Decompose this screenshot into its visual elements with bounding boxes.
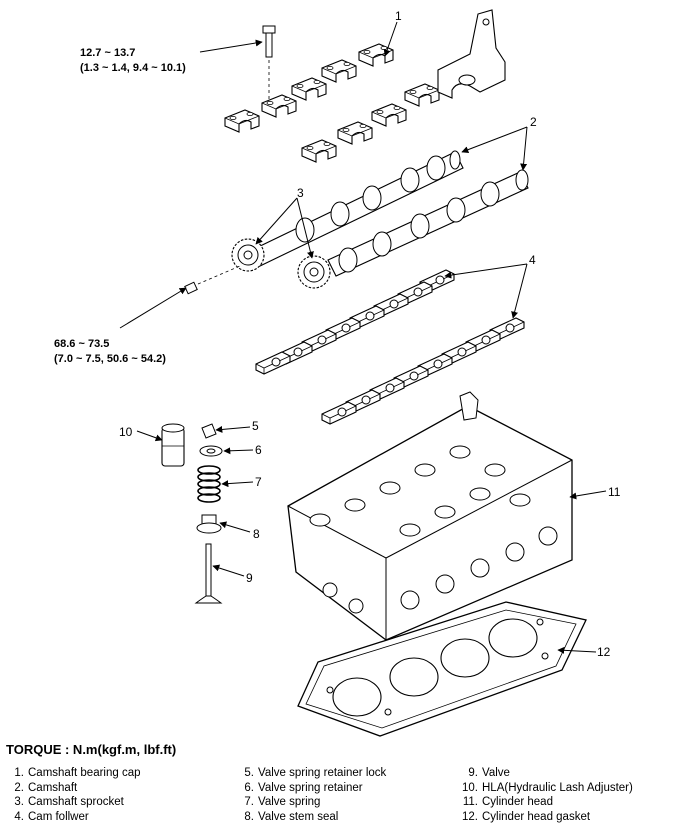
valve xyxy=(194,543,223,604)
legend-column-3: 9.Valve 10.HLA(Hydraulic Lash Adjuster) … xyxy=(458,766,633,824)
stem-seal xyxy=(196,514,222,534)
svg-text:(7.0 ~ 7.5, 50.6 ~ 54.2): (7.0 ~ 7.5, 50.6 ~ 54.2) xyxy=(54,353,166,365)
torque-unit-label: TORQUE : N.m(kgf.m, lbf.ft) xyxy=(6,742,177,757)
svg-text:12.7 ~ 13.7: 12.7 ~ 13.7 xyxy=(80,47,135,59)
callout-3: 3 xyxy=(297,186,304,200)
retainer-lock xyxy=(201,423,217,439)
legend-item: 12.Cylinder head gasket xyxy=(462,810,591,823)
callout-1: 1 xyxy=(395,9,402,23)
camshaft-sprockets xyxy=(231,238,331,289)
spring-retainer xyxy=(199,445,223,457)
hla-adjuster xyxy=(161,423,185,467)
legend-item: 8.Valve stem seal xyxy=(244,810,339,823)
parts-legend: 1.Camshaft bearing cap 2.Camshaft 3.Cams… xyxy=(0,766,700,826)
cam-followers xyxy=(255,269,525,425)
callout-6: 6 xyxy=(255,443,262,457)
legend-item: 4.Cam follwer xyxy=(14,810,89,823)
cylinder-head-gasket xyxy=(297,601,587,737)
callout-8: 8 xyxy=(253,527,260,541)
callout-2: 2 xyxy=(530,115,537,129)
legend-item: 2.Camshaft xyxy=(14,781,78,794)
callout-10: 10 xyxy=(119,425,133,439)
callout-7: 7 xyxy=(255,475,262,489)
torque-spec-sprocket-bolt: 68.6 ~ 73.5 (7.0 ~ 7.5, 50.6 ~ 54.2) xyxy=(54,338,166,365)
callout-5: 5 xyxy=(252,419,259,433)
callout-9: 9 xyxy=(246,571,253,585)
legend-item: 7.Valve spring xyxy=(244,796,321,808)
svg-text:(1.3 ~ 1.4, 9.4 ~ 10.1): (1.3 ~ 1.4, 9.4 ~ 10.1) xyxy=(80,62,186,74)
legend-item: 9.Valve xyxy=(468,767,510,779)
legend-item: 11.Cylinder head xyxy=(462,796,553,808)
svg-text:68.6 ~ 73.5: 68.6 ~ 73.5 xyxy=(54,338,109,350)
callout-11: 11 xyxy=(608,485,621,499)
sprocket-bolt xyxy=(184,265,241,295)
legend-item: 10.HLA(Hydraulic Lash Adjuster) xyxy=(462,781,633,794)
leader-lines xyxy=(119,21,607,654)
valve-spring xyxy=(197,465,221,503)
legend-item: 6.Valve spring retainer xyxy=(244,781,363,794)
callout-numbers: 1 2 3 4 5 6 7 8 9 10 11 12 xyxy=(119,9,621,659)
camshaft-cap-bolt xyxy=(262,25,276,100)
legend-item: 1.Camshaft bearing cap xyxy=(14,767,141,779)
legend-column-2: 5.Valve spring retainer lock 6.Valve spr… xyxy=(240,766,386,824)
legend-column-1: 1.Camshaft bearing cap 2.Camshaft 3.Cams… xyxy=(10,766,141,824)
torque-spec-cap-bolt: 12.7 ~ 13.7 (1.3 ~ 1.4, 9.4 ~ 10.1) xyxy=(80,47,186,74)
legend-item: 3.Camshaft sprocket xyxy=(14,796,124,808)
callout-12: 12 xyxy=(597,645,611,659)
legend-item: 5.Valve spring retainer lock xyxy=(244,767,387,779)
callout-4: 4 xyxy=(529,253,536,267)
camshafts xyxy=(251,150,529,277)
cylinder-head xyxy=(287,391,573,641)
camshaft-bearing-caps xyxy=(224,9,506,163)
exploded-view-diagram: 1 2 3 4 5 6 7 8 9 10 11 12 12.7 ~ 13.7 (… xyxy=(54,9,621,737)
